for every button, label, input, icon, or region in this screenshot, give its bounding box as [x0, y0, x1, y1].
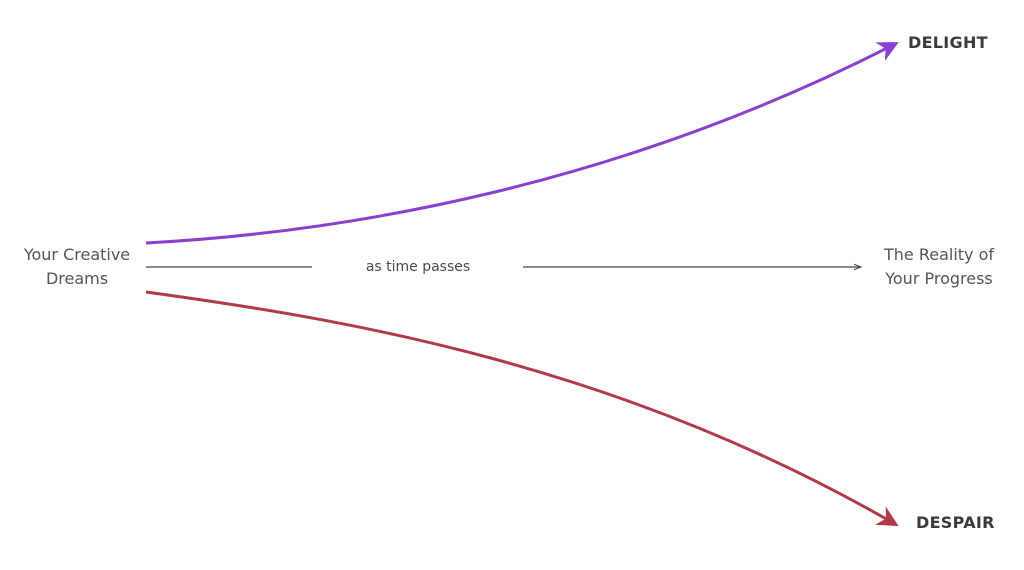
start-label: Your Creative Dreams: [8, 243, 146, 291]
end-label-line2: Your Progress: [885, 269, 993, 288]
start-label-line2: Dreams: [45, 269, 109, 288]
delight-label: DELIGHT: [908, 33, 988, 52]
start-label-line1: Your Creative: [23, 245, 131, 264]
end-label: The Reality of Your Progress: [864, 243, 1014, 291]
timeline-label: as time passes: [365, 259, 471, 275]
end-label-line1: The Reality of: [883, 245, 995, 264]
despair-curve: [145, 290, 899, 527]
despair-label: DESPAIR: [916, 513, 995, 532]
delight-curve: [145, 42, 899, 245]
